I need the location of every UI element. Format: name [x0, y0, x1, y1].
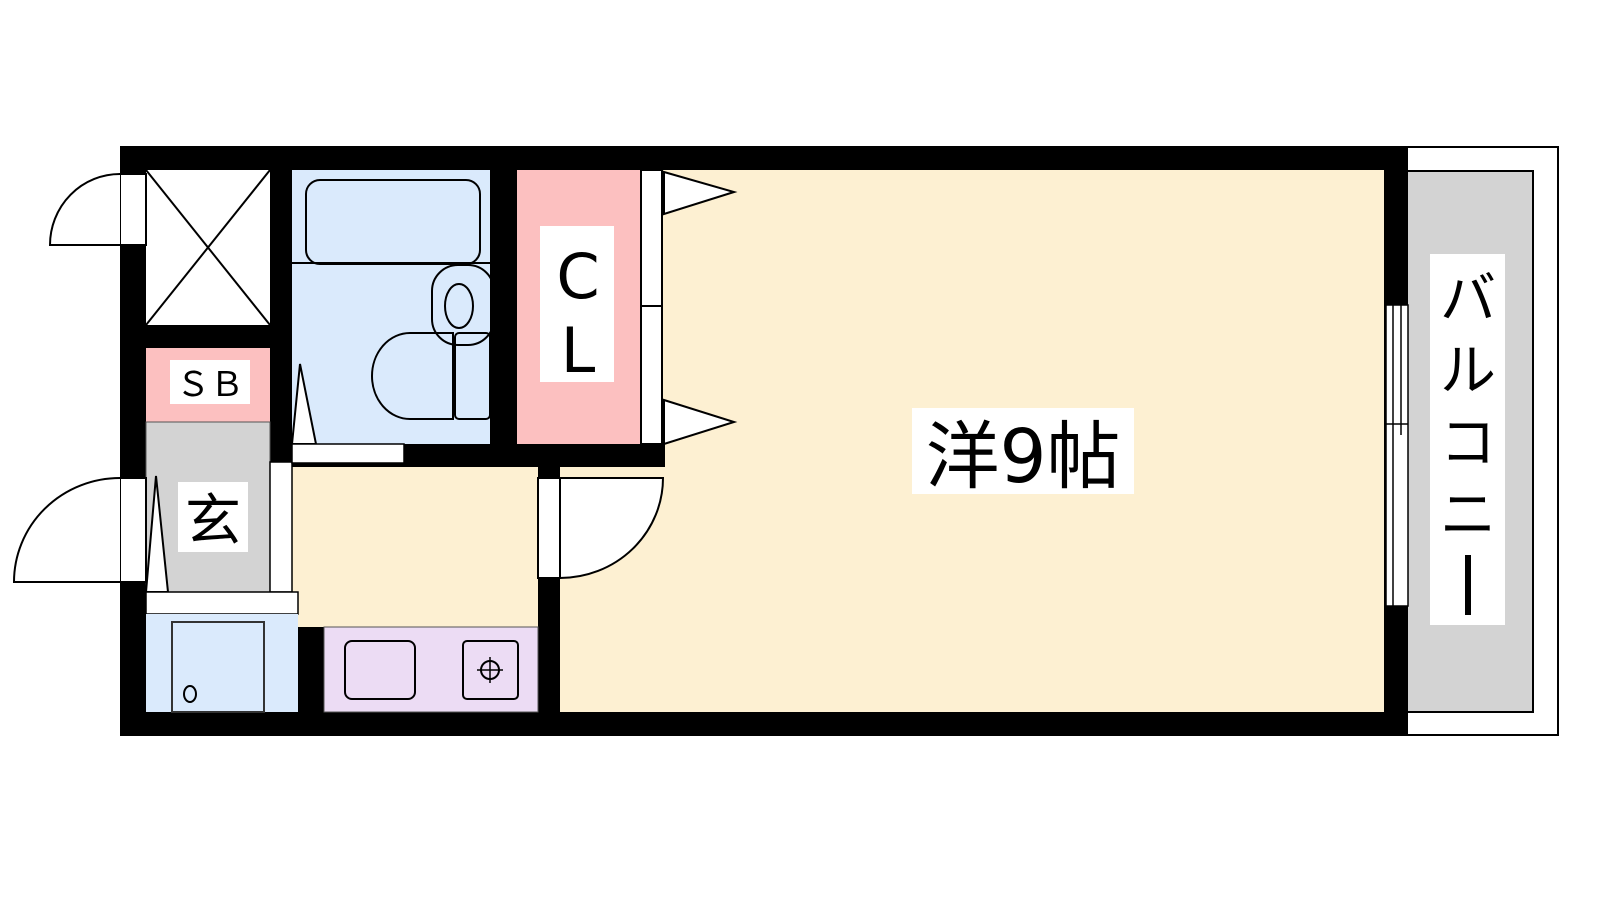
toilet-icon	[371, 332, 491, 420]
stove-icon	[462, 640, 519, 700]
closet-folding-door[interactable]	[640, 169, 738, 446]
kitchen-area	[292, 467, 538, 627]
toilet-room	[146, 614, 298, 712]
bathroom	[290, 170, 495, 445]
balcony-window[interactable]	[1385, 304, 1409, 607]
front-door[interactable]	[12, 477, 147, 583]
closet-label-l: L	[561, 314, 596, 387]
laundry-door[interactable]	[48, 173, 147, 246]
sink-icon	[344, 640, 416, 700]
entrance-label: 玄	[185, 489, 241, 554]
bathtub-icon	[305, 179, 481, 265]
shoe-box-label: ＳＢ	[176, 365, 244, 405]
room-door[interactable]	[537, 477, 665, 580]
balcony-label-4: ニ	[1440, 483, 1496, 548]
washing-machine-space	[145, 169, 271, 326]
closet-label-c: C	[556, 240, 599, 313]
balcony-label-3: コ	[1440, 411, 1496, 476]
washbasin-icon	[431, 264, 495, 346]
balcony-label-2: ル	[1440, 339, 1496, 404]
balcony-label-1: バ	[1440, 267, 1496, 332]
western-room-label: 洋9帖	[925, 414, 1120, 500]
balcony: バ ル コ ニ ー	[1399, 146, 1559, 736]
